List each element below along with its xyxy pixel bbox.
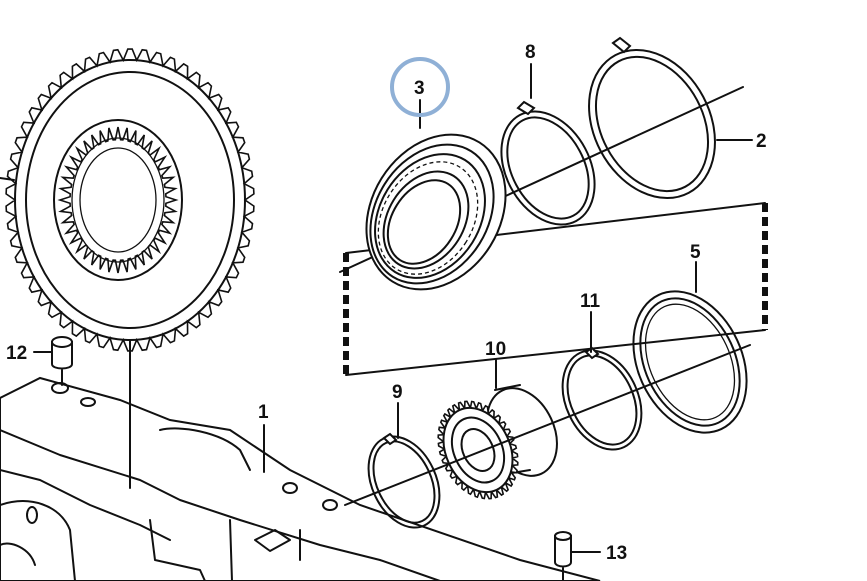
- callout-11: 11: [580, 291, 601, 312]
- leader-lines: [129, 63, 753, 489]
- large-gear: [0, 48, 255, 352]
- callout-12: 12: [6, 343, 27, 364]
- callout-9: 9: [392, 382, 403, 403]
- bearing-part-3: [365, 133, 507, 291]
- dowel-pin-12: [33, 336, 73, 386]
- dowel-pin-13: [554, 531, 601, 581]
- ring-5: [632, 290, 748, 434]
- inner-spline: [57, 126, 179, 274]
- snap-ring-11: [561, 346, 643, 451]
- callout-labels: 1 2 3 5 8 9 10 11 12 13: [6, 42, 767, 564]
- circlip-2: [588, 36, 716, 200]
- callout-2: 2: [756, 131, 767, 152]
- snap-ring-8: [500, 100, 596, 226]
- synchro-hub-10: [437, 384, 558, 500]
- callout-10: 10: [485, 339, 506, 360]
- callout-13: 13: [606, 543, 627, 564]
- callout-3: 3: [414, 78, 425, 99]
- axis-line-lower: [344, 344, 751, 506]
- highlight-circle: [390, 57, 450, 117]
- housing-part-1: [0, 376, 601, 581]
- snap-ring-9: [367, 432, 441, 529]
- callout-8: 8: [525, 42, 536, 63]
- callout-5: 5: [690, 242, 701, 263]
- callout-1: 1: [258, 402, 269, 423]
